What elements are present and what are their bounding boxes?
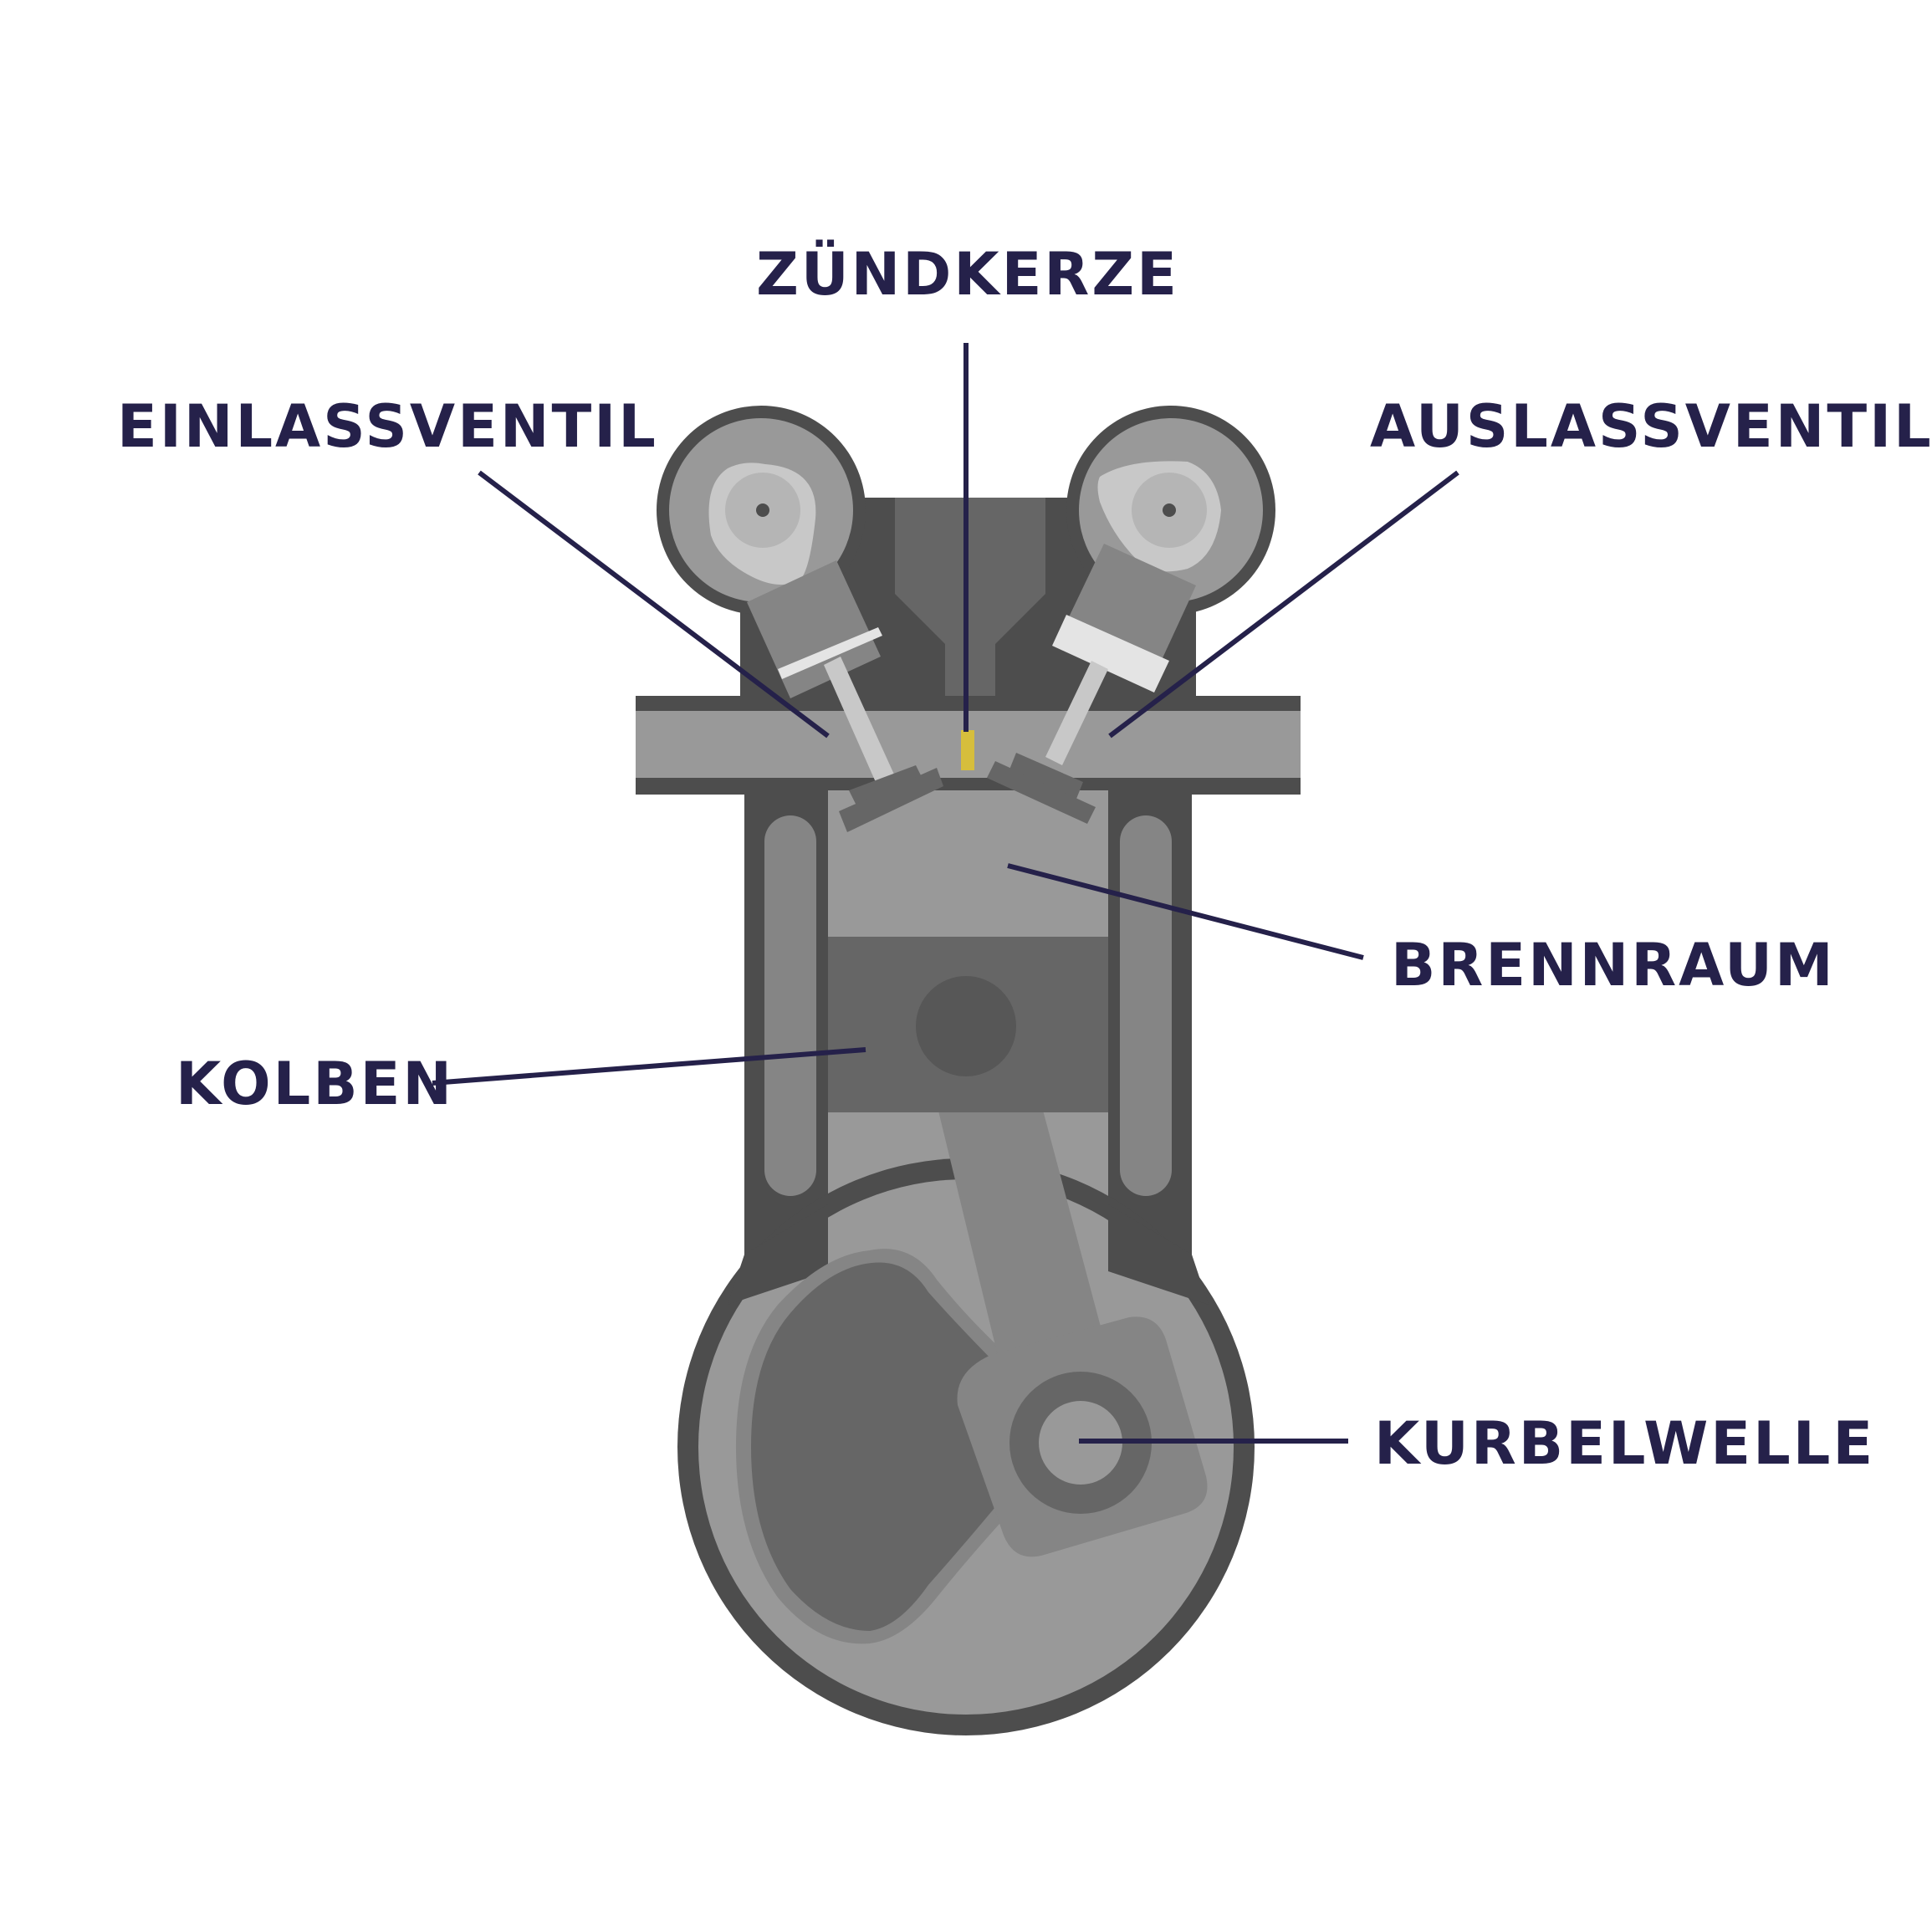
leader-exhaust-valve bbox=[1108, 470, 1459, 739]
label-exhaust-valve: AUSLASSVENTIL bbox=[1370, 392, 1932, 461]
label-crankshaft: KURBELWELLE bbox=[1374, 1409, 1875, 1478]
spark-plug bbox=[961, 730, 974, 770]
leader-intake-valve bbox=[478, 470, 830, 739]
intake-camshaft bbox=[657, 406, 866, 615]
piston bbox=[828, 937, 1108, 1112]
intake-valve bbox=[747, 560, 943, 832]
crankcase bbox=[677, 1158, 1255, 1735]
exhaust-valve bbox=[987, 544, 1196, 824]
leader-piston bbox=[432, 1047, 866, 1086]
labels: ZÜNDKERZE EINLASSVENTIL AUSLASSVENTIL BR… bbox=[117, 240, 1932, 1478]
label-combustion-chamber: BRENNRAUM bbox=[1391, 931, 1836, 999]
leader-combustion-chamber bbox=[1007, 863, 1364, 960]
leader-lines bbox=[432, 343, 1459, 1444]
label-intake-valve: EINLASSVENTIL bbox=[117, 392, 658, 461]
label-piston: KOLBEN bbox=[176, 1050, 454, 1118]
label-spark-plug: ZÜNDKERZE bbox=[756, 240, 1179, 309]
